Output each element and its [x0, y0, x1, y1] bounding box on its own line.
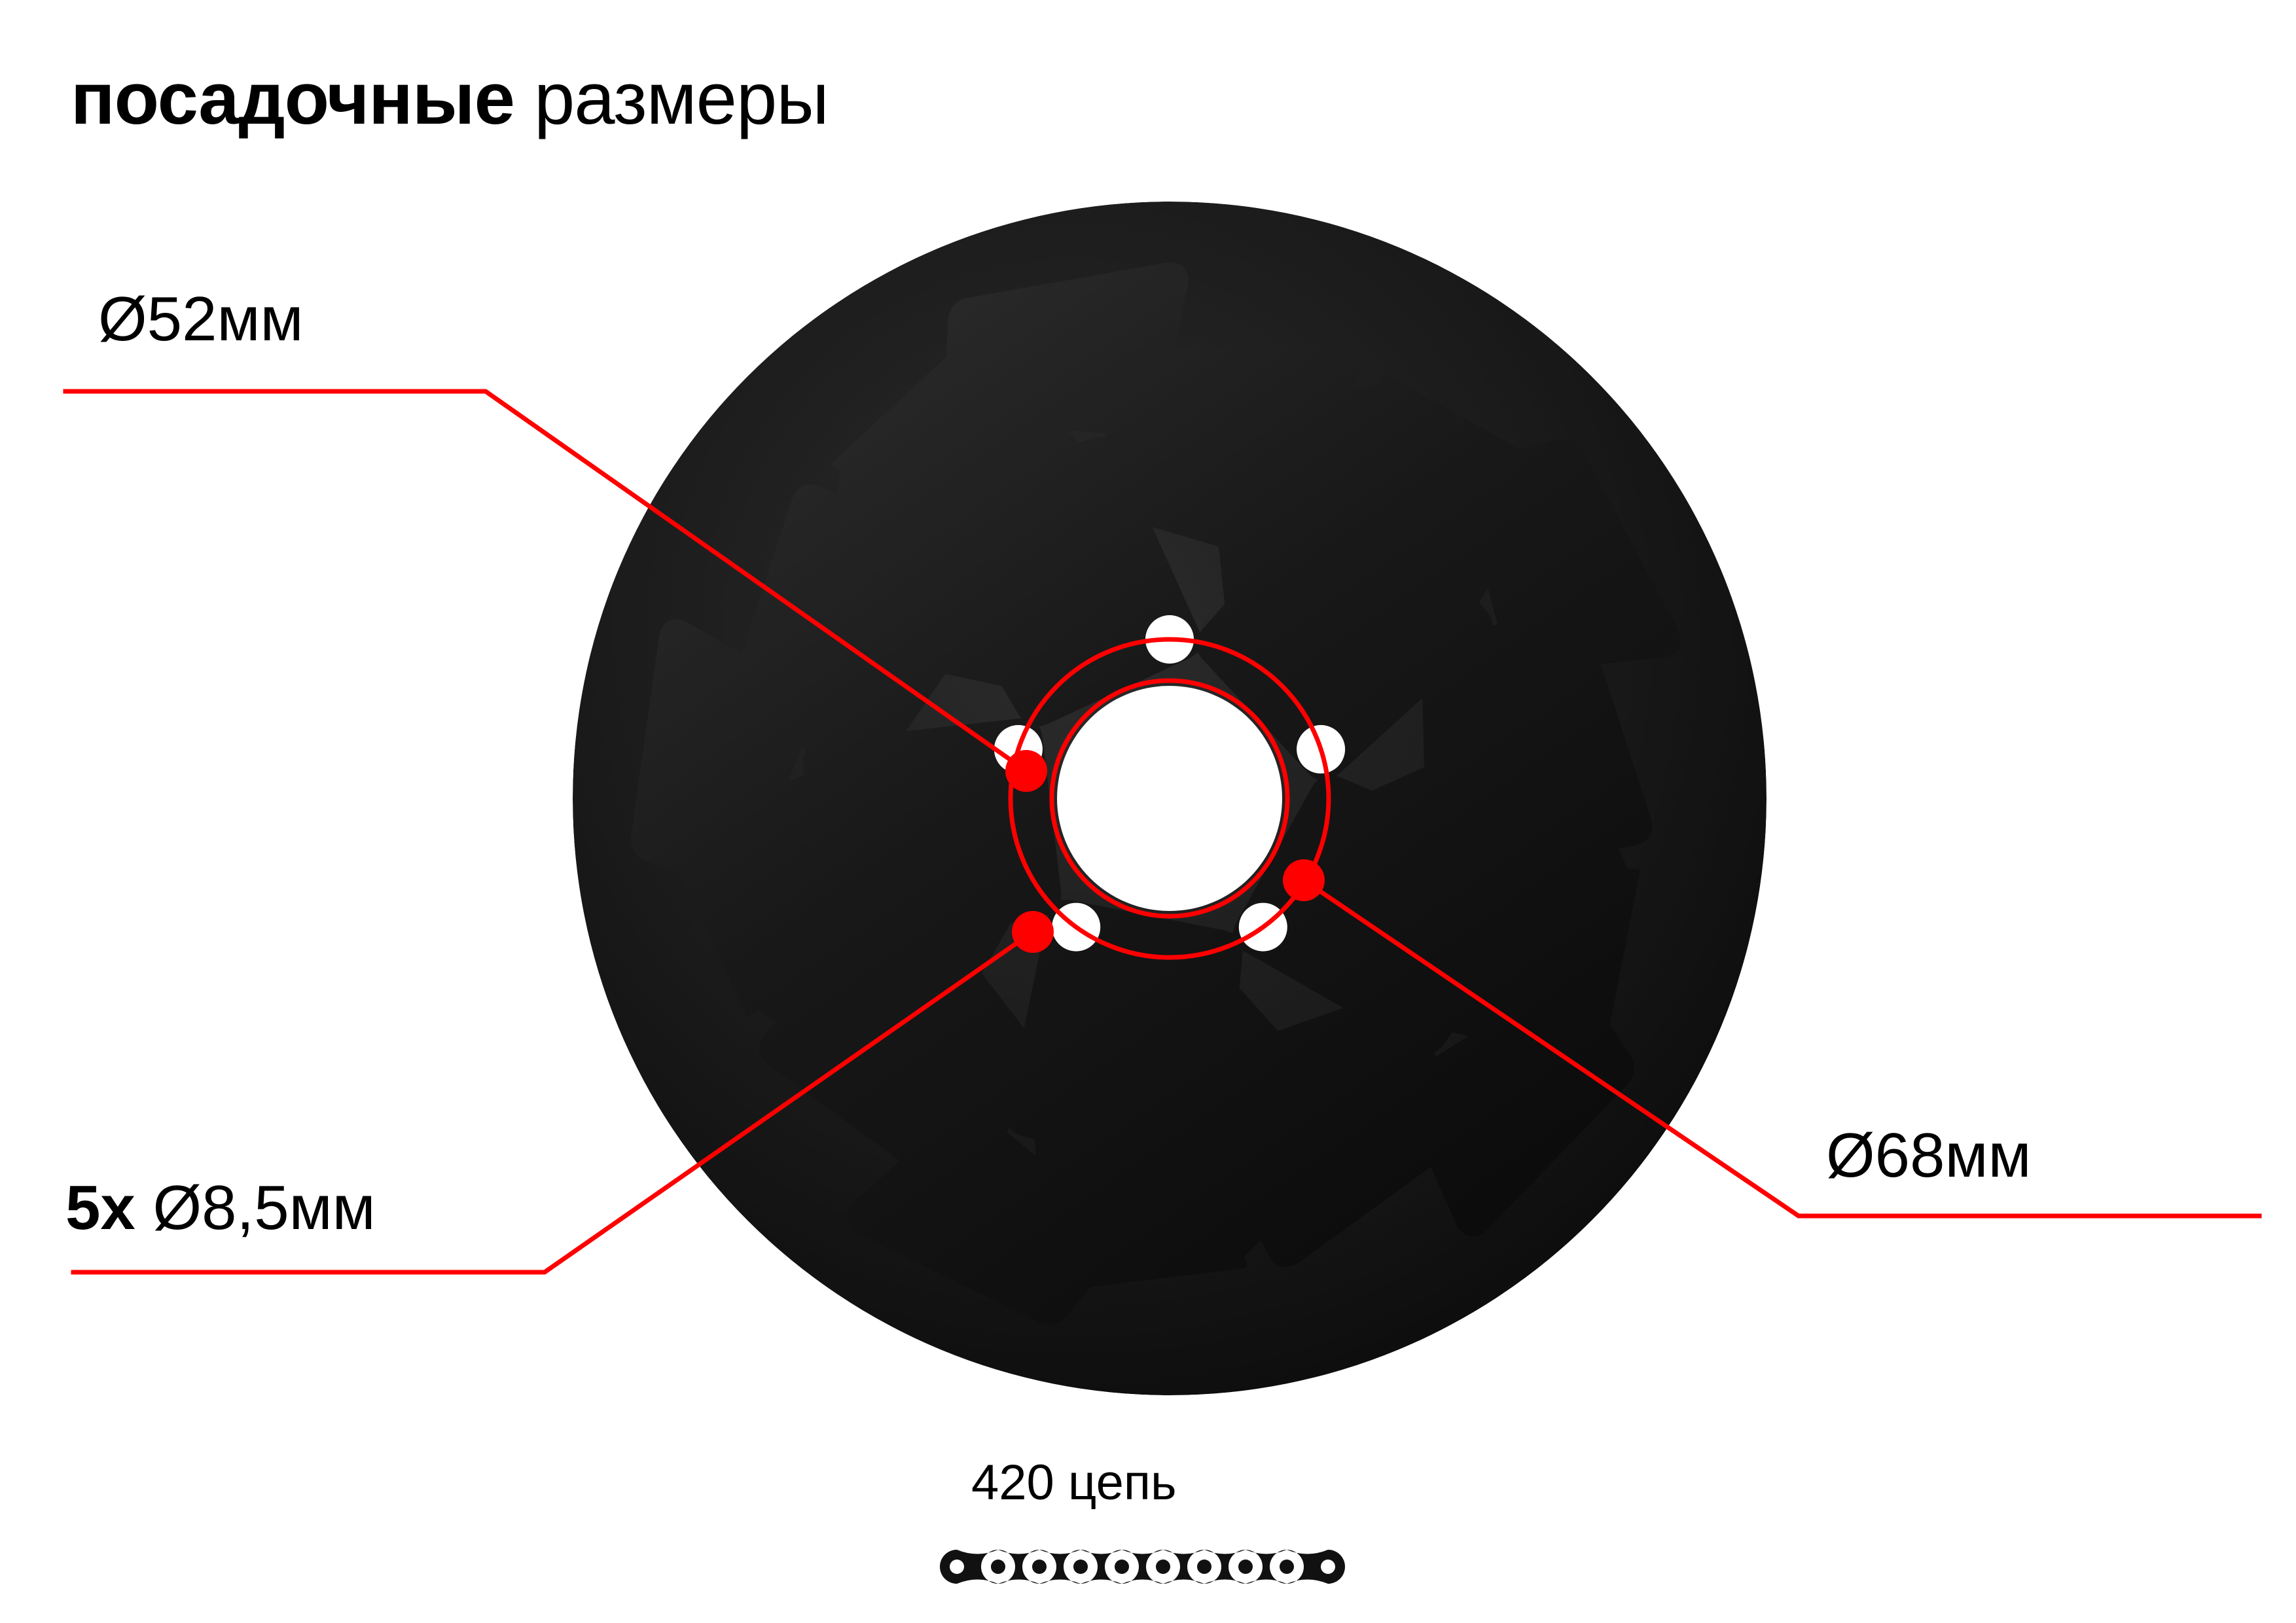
title-bold: посадочные [71, 58, 515, 139]
leader-bolt-holes [71, 929, 1036, 1275]
bolt-hole-value: Ø8,5мм [135, 1173, 376, 1243]
bolt-hole-quantity: 5x [65, 1173, 135, 1243]
marker-bolt-circle [1283, 859, 1325, 901]
bolt-hole-label: 5x Ø8,5мм [65, 1177, 376, 1240]
marker-bolt-hole [1012, 911, 1054, 953]
center-bore-value: Ø52мм [98, 284, 304, 354]
chain-spec-label: 420 цепь [971, 1455, 1177, 1510]
center-bore-circle [1049, 678, 1290, 919]
leader-bolt-circle [1300, 877, 2262, 1219]
center-bore-label: Ø52мм [98, 288, 303, 351]
chain-link [940, 1550, 1345, 1584]
bolt-circle-label: Ø68мм [1826, 1124, 2031, 1187]
bolt-circle-value: Ø68мм [1826, 1120, 2032, 1190]
hub-face [1057, 686, 1282, 911]
marker-center-bore [1005, 750, 1047, 792]
title-light: размеры [514, 58, 829, 139]
bolt-circle [1008, 637, 1331, 960]
page-title: посадочные размеры [71, 62, 829, 135]
leader-center-bore [63, 389, 1030, 774]
